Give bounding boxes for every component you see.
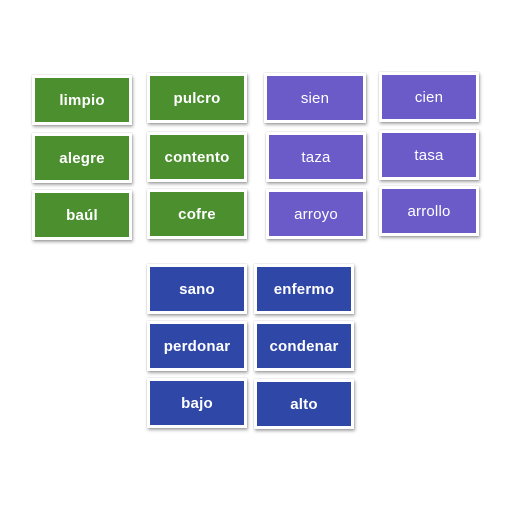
word-card-bajo: bajo xyxy=(147,378,247,428)
word-card-pulcro: pulcro xyxy=(147,73,247,123)
word-card-label: taza xyxy=(269,135,363,179)
word-card-perdonar: perdonar xyxy=(147,321,247,371)
word-card-label: pulcro xyxy=(150,76,244,120)
word-card-sano: sano xyxy=(147,264,247,314)
word-card-contento: contento xyxy=(147,132,247,182)
word-card-enfermo: enfermo xyxy=(254,264,354,314)
word-card-label: perdonar xyxy=(150,324,244,368)
word-card-label: cofre xyxy=(150,192,244,236)
word-card-label: enfermo xyxy=(257,267,351,311)
word-card-label: contento xyxy=(150,135,244,179)
word-card-label: limpio xyxy=(35,78,129,122)
word-card-arroyo: arroyo xyxy=(266,189,366,239)
word-card-arrollo: arrollo xyxy=(379,186,479,236)
word-card-label: arroyo xyxy=(269,192,363,236)
word-card-label: alto xyxy=(257,382,351,426)
word-card-condenar: condenar xyxy=(254,321,354,371)
word-card-sien: sien xyxy=(264,73,366,123)
word-card-label: arrollo xyxy=(382,189,476,233)
word-card-alegre: alegre xyxy=(32,133,132,183)
word-card-limpio: limpio xyxy=(32,75,132,125)
word-card-cofre: cofre xyxy=(147,189,247,239)
word-card-cien: cien xyxy=(379,72,479,122)
word-card-taza: taza xyxy=(266,132,366,182)
word-card-label: condenar xyxy=(257,324,351,368)
word-card-alto: alto xyxy=(254,379,354,429)
word-card-baul: baúl xyxy=(32,190,132,240)
word-card-tasa: tasa xyxy=(379,130,479,180)
word-card-label: sien xyxy=(267,76,363,120)
word-card-label: sano xyxy=(150,267,244,311)
word-card-label: alegre xyxy=(35,136,129,180)
word-card-label: bajo xyxy=(150,381,244,425)
word-card-label: baúl xyxy=(35,193,129,237)
word-card-label: cien xyxy=(382,75,476,119)
word-card-label: tasa xyxy=(382,133,476,177)
